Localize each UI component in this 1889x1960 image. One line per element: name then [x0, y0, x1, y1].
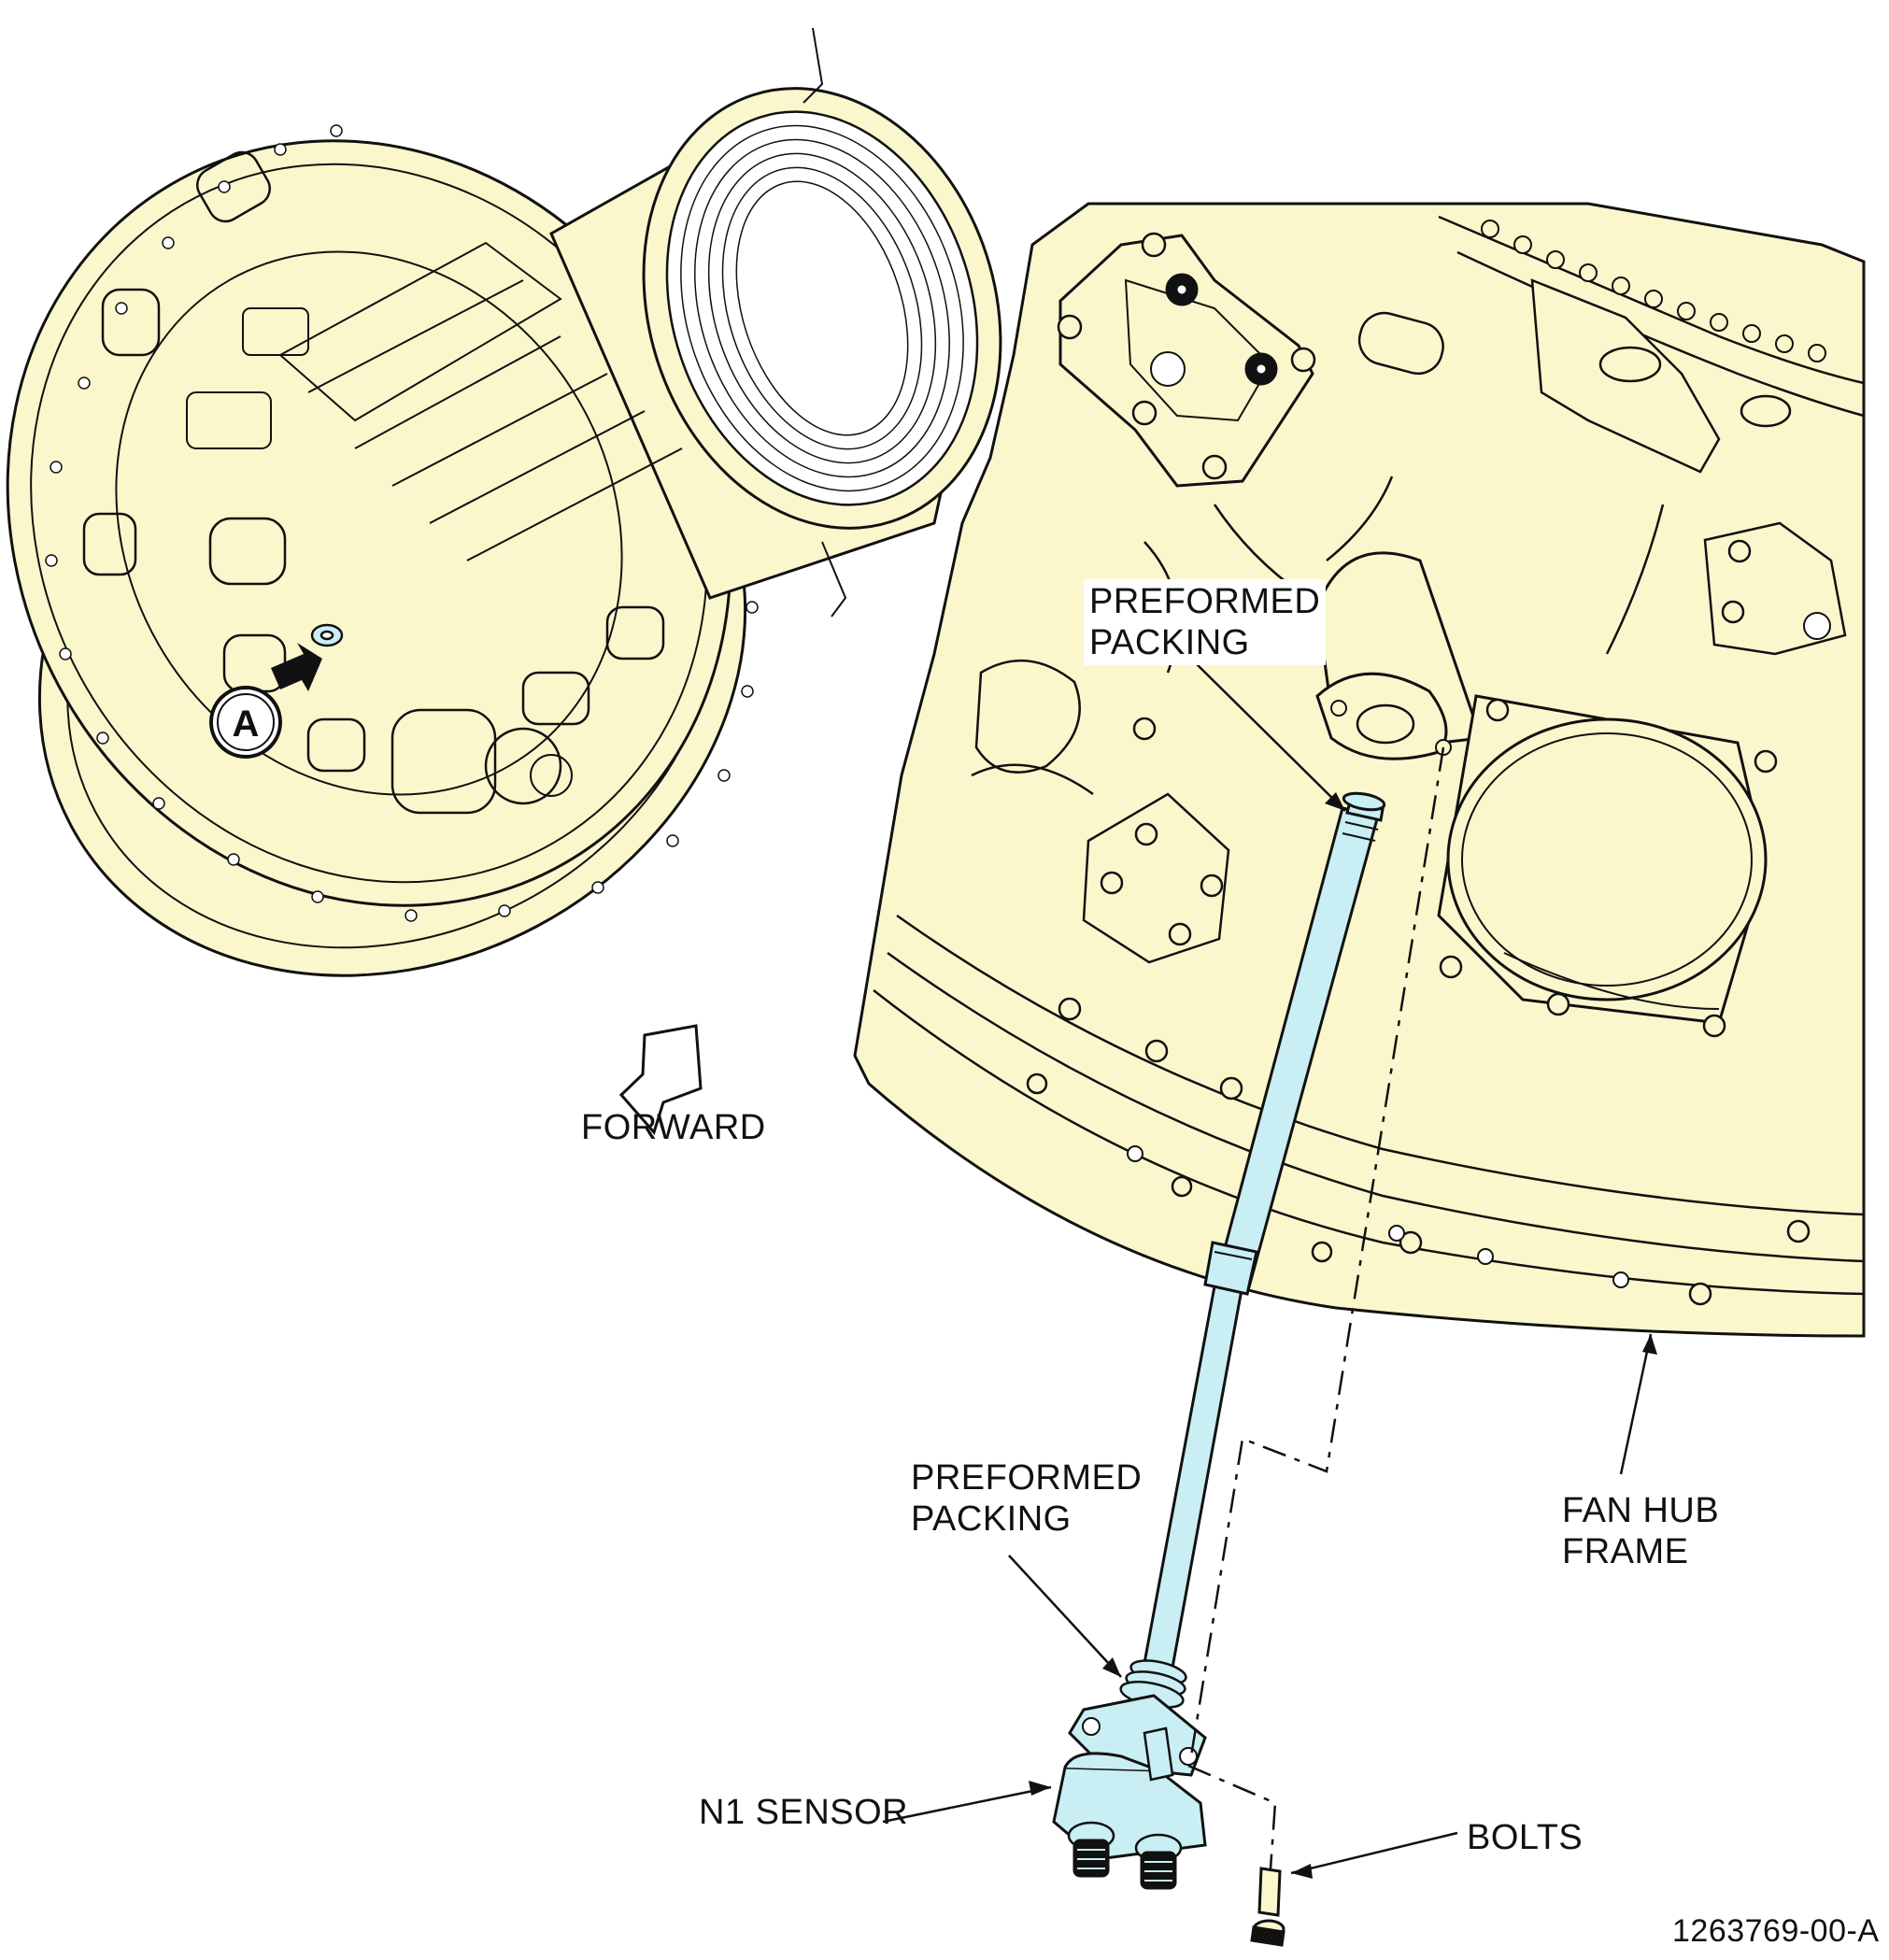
label-forward: FORWARD [581, 1108, 766, 1147]
forward-arrow-icon [618, 1024, 703, 1136]
view-callout-a: A [209, 686, 282, 759]
fan-hub-frame [853, 202, 1866, 1338]
leader-arrowheads [1029, 792, 1657, 1879]
bolt-part [1250, 1867, 1285, 1947]
figure-id: 1263769-00-A [1672, 1913, 1880, 1949]
view-arrow-icon [271, 643, 322, 691]
view-callout-letter: A [233, 703, 260, 745]
engine-overview [6, 27, 1002, 977]
label-bolts: BOLTS [1467, 1818, 1584, 1857]
leader-lines [882, 662, 1653, 1875]
n1-sensor-part [1052, 791, 1386, 1890]
label-n1-sensor: N1 SENSOR [699, 1793, 909, 1832]
install-centerlines [1187, 746, 1445, 1869]
